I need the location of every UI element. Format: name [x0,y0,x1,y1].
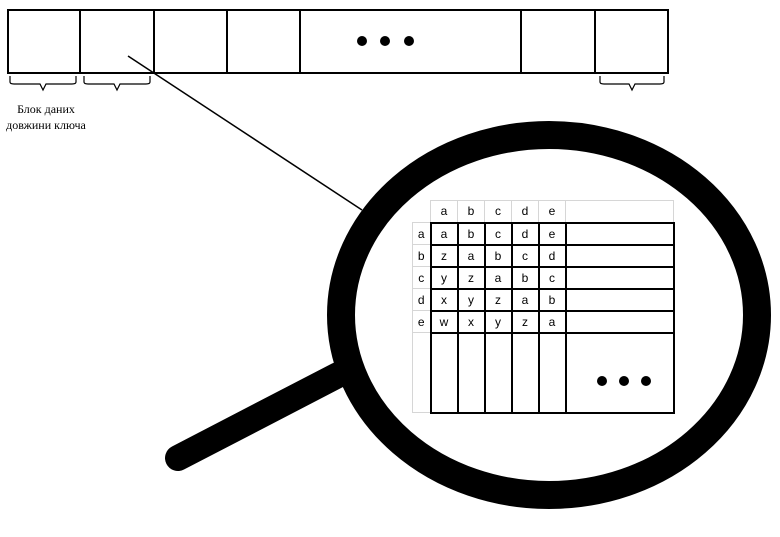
table-cell: z [456,265,486,290]
table-cell-empty [564,221,675,246]
table-cell: a [429,221,459,246]
table-cell: a [537,309,567,334]
table-cell: y [456,287,486,312]
block-brace [83,76,151,92]
table-cell: d [537,243,567,268]
table-cell-empty [456,331,486,414]
table-cell: a [483,265,513,290]
caption-line: довжини ключа [6,118,86,132]
column-header: e [538,200,566,223]
ellipsis-icon [597,376,663,386]
pointer-line [127,55,363,211]
table-row: e w x y z a [412,309,675,334]
table-cell-empty [537,331,567,414]
table-row: b z a b c d [412,243,675,268]
block-caption: Блок даних довжини ключа [0,101,92,133]
block-brace [599,76,665,92]
row-header: c [412,266,431,289]
table-cell: a [510,287,540,312]
table-cell: z [483,287,513,312]
table-cell: w [429,309,459,334]
ellipsis-icon [357,36,414,46]
table-cell-empty [564,309,675,334]
table-cell: c [483,221,513,246]
table-cell: e [537,221,567,246]
lens-table-area: a b c d e a a b c d e b z a b c d c y [412,200,682,420]
block-strip [7,9,669,74]
row-header: a [412,222,431,245]
table-cell: a [456,243,486,268]
row-header-empty [412,332,431,413]
block-brace [9,76,77,92]
row-header: e [412,310,431,333]
column-header: d [511,200,539,223]
table-cell-empty [483,331,513,414]
table-row: c y z a b c [412,265,675,290]
table-cell-empty [510,331,540,414]
table-cell: x [456,309,486,334]
table-corner [413,201,431,223]
row-header: d [412,288,431,311]
table-cell-empty [564,265,675,290]
table-cell-ellipsis [564,331,675,414]
table-cell-empty [429,331,459,414]
column-header: c [484,200,512,223]
table-row-continuation [412,331,675,414]
table-cell-empty [564,243,675,268]
row-header: b [412,244,431,267]
table-cell: x [429,287,459,312]
table-cell: z [429,243,459,268]
table-cell: b [537,287,567,312]
table-cell: d [510,221,540,246]
table-cell: y [483,309,513,334]
table-cell: c [537,265,567,290]
table-cell: b [483,243,513,268]
table-cell-empty [564,287,675,312]
column-header-empty [565,200,674,223]
table-cell: c [510,243,540,268]
caption-line: Блок даних [17,102,75,116]
column-header: b [457,200,485,223]
table-cell: b [456,221,486,246]
table-cell: b [510,265,540,290]
table-row: a a b c d e [412,221,675,246]
table-cell: z [510,309,540,334]
table-header-row: a b c d e [413,200,674,223]
table-cell: y [429,265,459,290]
cipher-table: a b c d e a a b c d e b z a b c d c y [412,200,675,414]
table-row: d x y z a b [412,287,675,312]
column-header: a [430,200,458,223]
magnifier-handle [165,362,351,471]
